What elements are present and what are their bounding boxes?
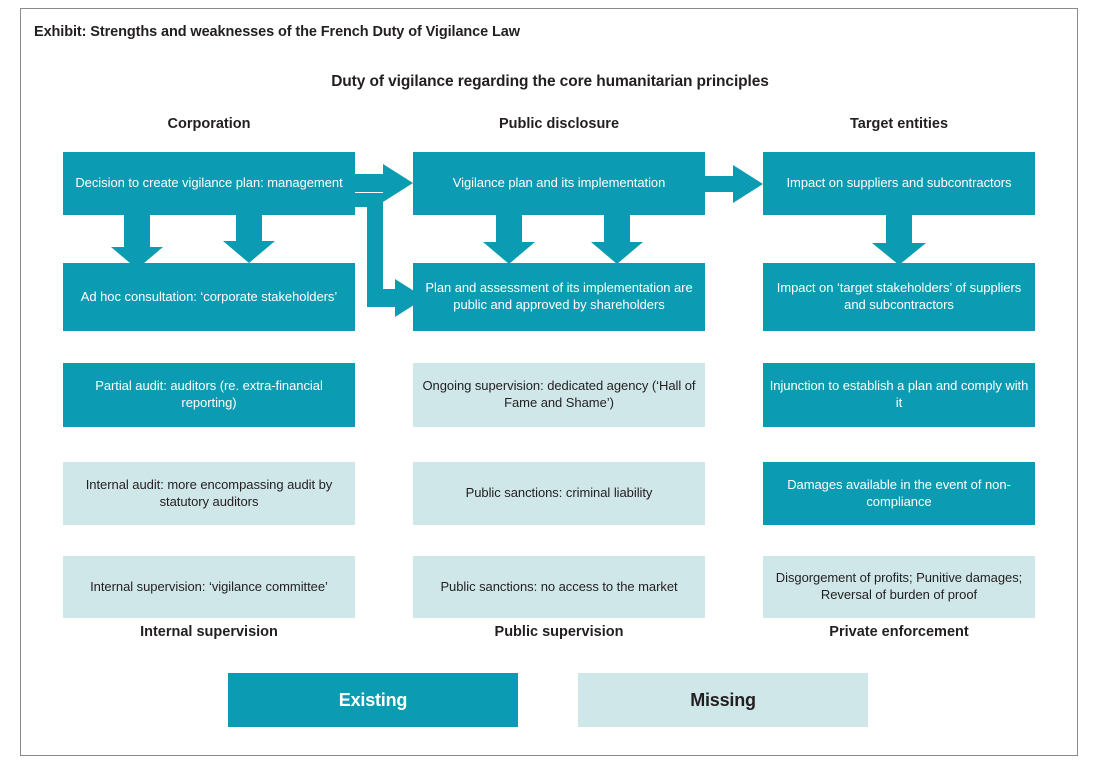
box-impact-on-target-stakeholders[interactable]: Impact on ‘target stakeholders’ of suppl…	[763, 263, 1035, 331]
legend-existing: Existing	[228, 673, 518, 727]
box-public-sanctions-market[interactable]: Public sanctions: no access to the marke…	[413, 556, 705, 618]
box-internal-supervision[interactable]: Internal supervision: ‘vigilance committ…	[63, 556, 355, 618]
column-header-target-entities: Target entities	[849, 116, 949, 132]
box-ongoing-supervision[interactable]: Ongoing supervision: dedicated agency (‘…	[413, 363, 705, 427]
box-partial-audit[interactable]: Partial audit: auditors (re. extra-finan…	[63, 363, 355, 427]
box-vigilance-plan-and-implementation[interactable]: Vigilance plan and its implementation	[413, 152, 705, 215]
arrow-assessment-to-vigilance-plan	[591, 215, 643, 264]
arrow-decision-to-vigilance-plan	[355, 164, 413, 202]
box-damages-non-compliance[interactable]: Damages available in the event of non-co…	[763, 462, 1035, 525]
arrow-decision-to-adhoc	[111, 215, 163, 269]
arrow-vigilance-plan-to-impact	[705, 165, 763, 203]
box-decision-to-create-vigilance-plan[interactable]: Decision to create vigilance plan: manag…	[63, 152, 355, 215]
arrow-decision-to-plan-assessment	[355, 193, 425, 317]
arrow-adhoc-to-decision	[223, 215, 275, 263]
box-internal-audit[interactable]: Internal audit: more encompassing audit …	[63, 462, 355, 525]
exhibit-caption: Exhibit: Strengths and weaknesses of the…	[34, 24, 520, 40]
box-plan-and-assessment-public[interactable]: Plan and assessment of its implementatio…	[413, 263, 705, 331]
column-footer-private-enforcement: Private enforcement	[829, 624, 969, 640]
legend-missing: Missing	[578, 673, 868, 727]
column-footer-public-supervision: Public supervision	[494, 624, 624, 640]
page-title: Duty of vigilance regarding the core hum…	[331, 73, 769, 90]
box-public-sanctions-criminal[interactable]: Public sanctions: criminal liability	[413, 462, 705, 525]
column-header-corporation: Corporation	[167, 116, 251, 132]
arrow-impact-suppliers-to-target	[872, 215, 926, 265]
box-disgorgement-of-profits[interactable]: Disgorgement of profits; Punitive damage…	[763, 556, 1035, 618]
box-injunction[interactable]: Injunction to establish a plan and compl…	[763, 363, 1035, 427]
arrow-vigilance-plan-to-assessment	[483, 215, 535, 264]
box-impact-on-suppliers[interactable]: Impact on suppliers and subcontractors	[763, 152, 1035, 215]
box-ad-hoc-consultation[interactable]: Ad hoc consultation: ‘corporate stakehol…	[63, 263, 355, 331]
column-footer-internal-supervision: Internal supervision	[140, 624, 278, 640]
column-header-public-disclosure: Public disclosure	[498, 116, 620, 132]
